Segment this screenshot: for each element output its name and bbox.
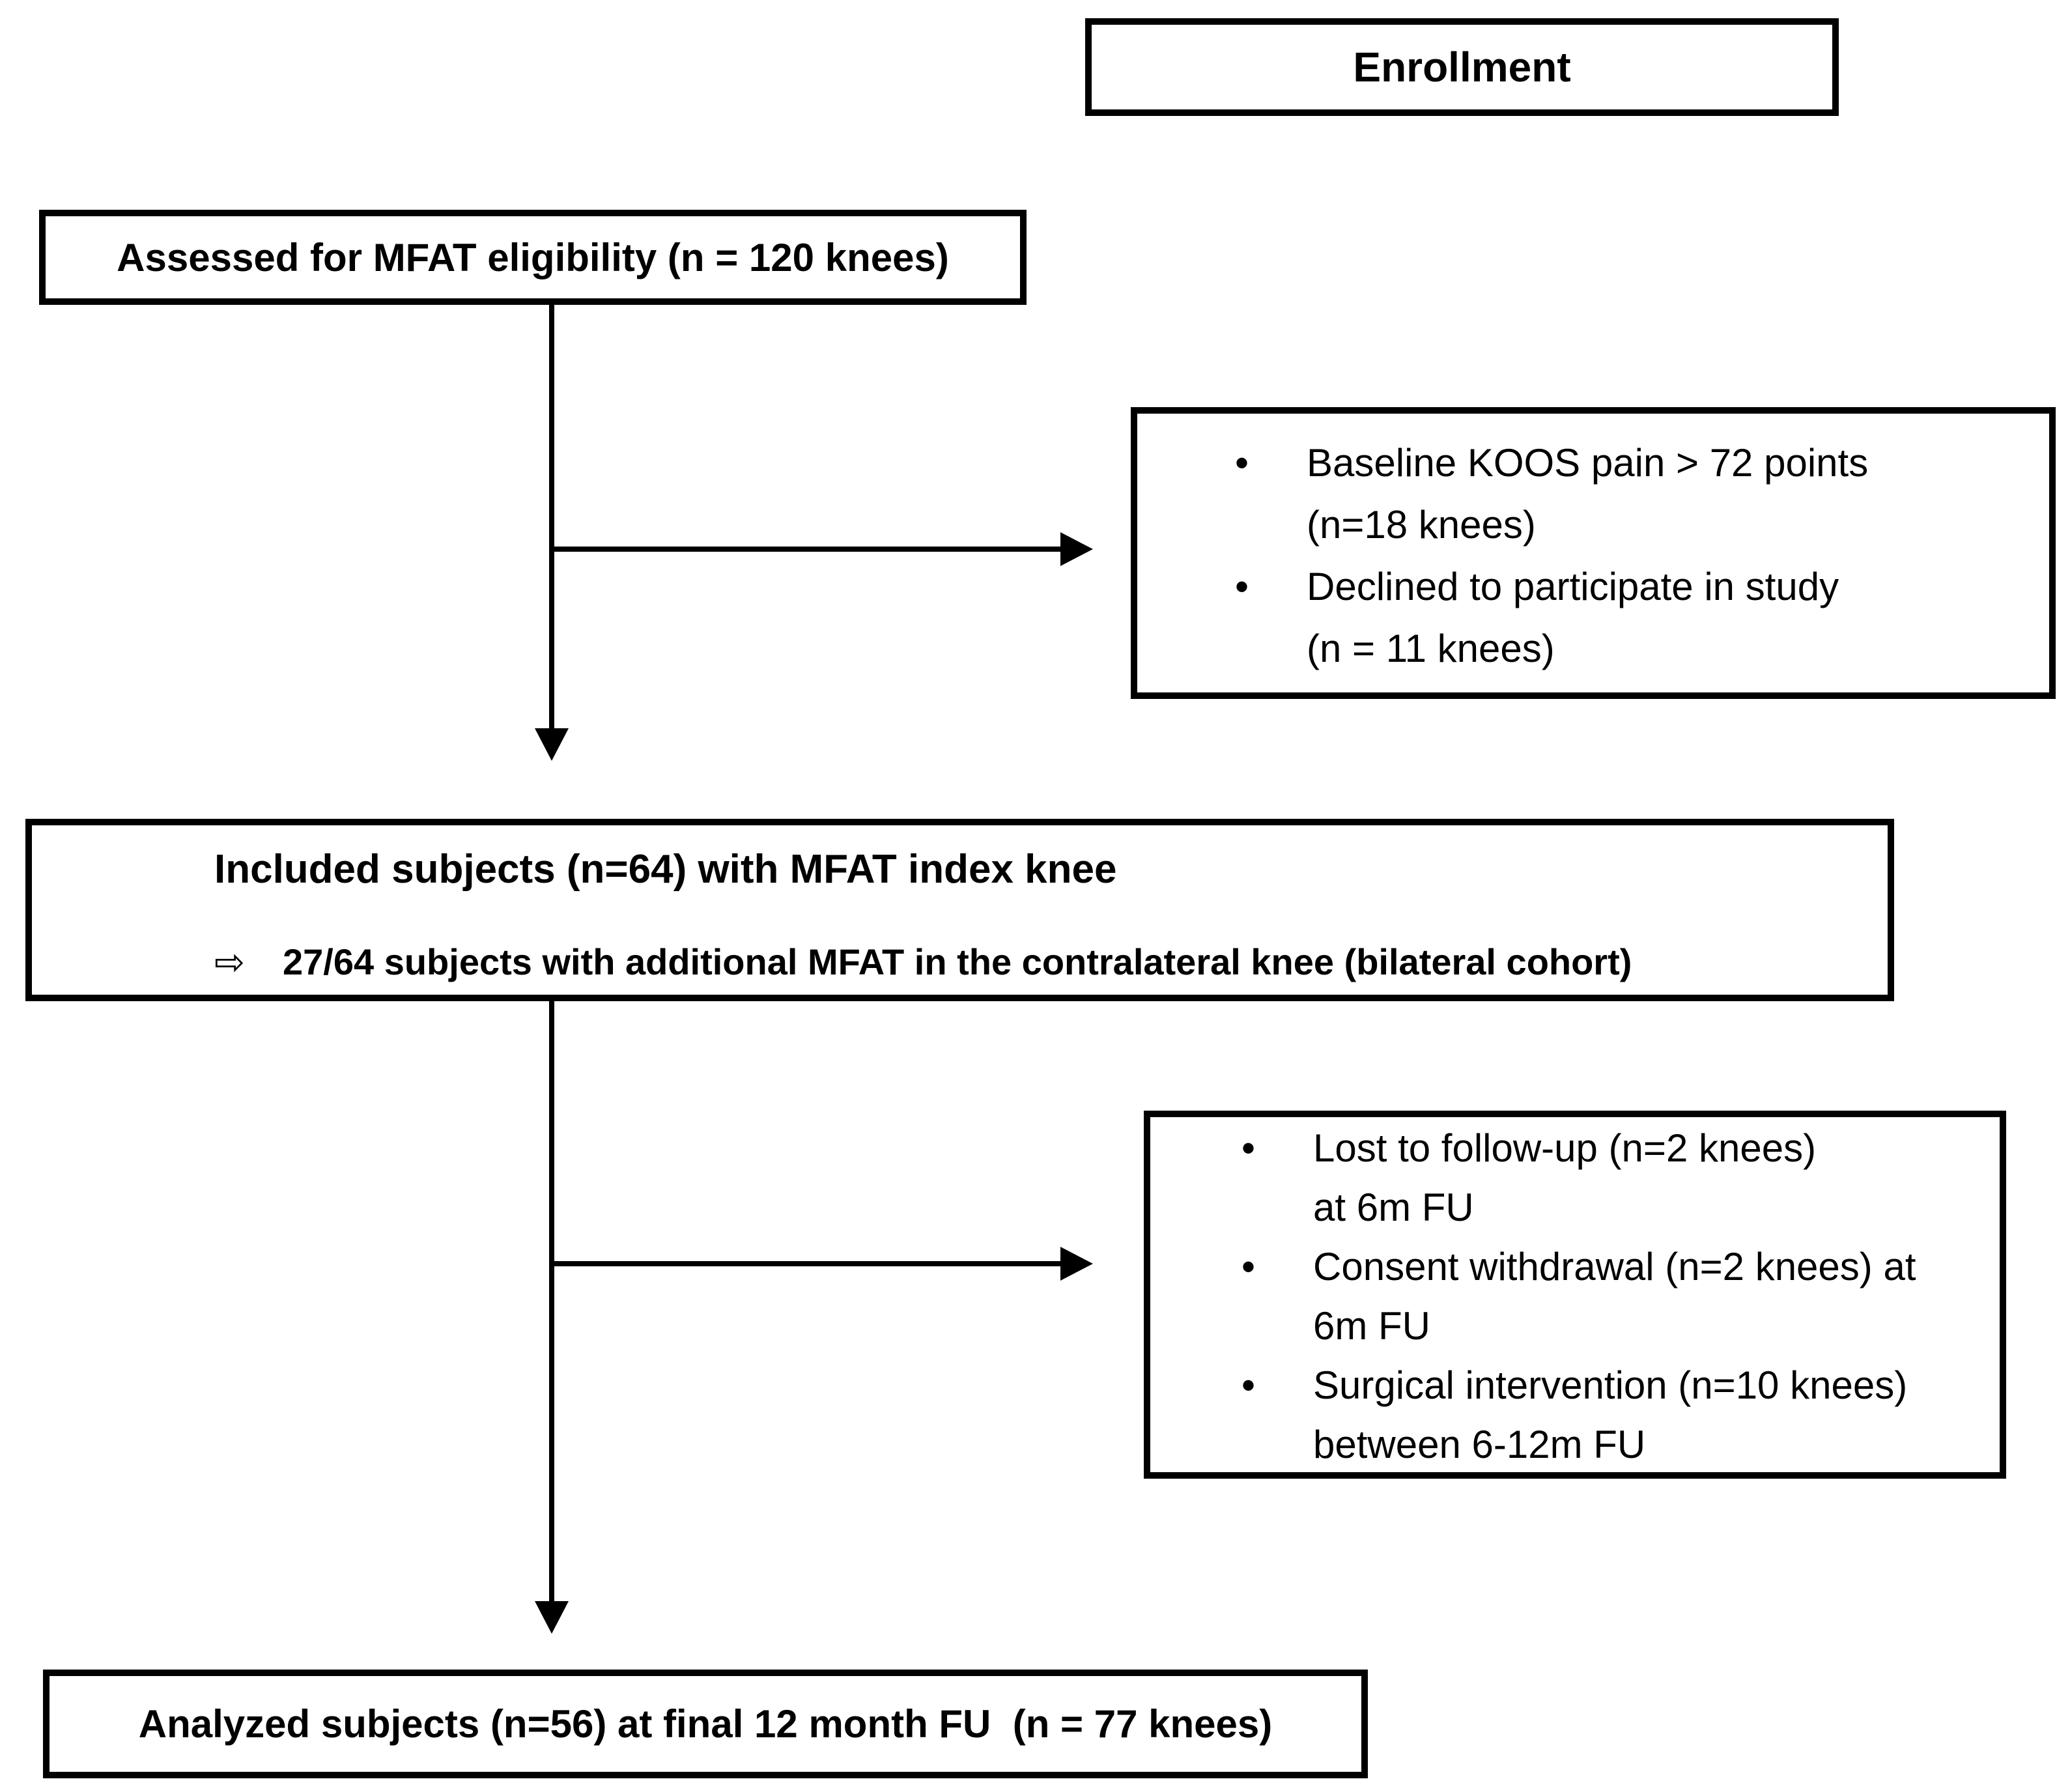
exclusion2-item-1-line-1: Lost to follow-up (n=2 knees) <box>1313 1126 1817 1170</box>
bullet-icon: • <box>1235 565 1249 608</box>
exclusion1-item-2: • Declined to participate in study (n = … <box>1235 556 2036 679</box>
connector-branch-2 <box>549 1261 1062 1266</box>
arrow-right-icon-1 <box>1060 532 1093 566</box>
arrow-right-icon-2 <box>1060 1247 1093 1281</box>
included-line-2: ⇨ 27/64 subjects with additional MFAT in… <box>214 936 1875 988</box>
included-box: Included subjects (n=64) with MFAT index… <box>25 819 1894 1001</box>
assessed-box: Assessed for MFAT eligibility (n = 120 k… <box>39 210 1027 305</box>
exclusion2-item-2: • Consent withdrawal (n=2 knees) at 6m F… <box>1241 1237 1989 1356</box>
connector-down-2 <box>549 998 554 1604</box>
analyzed-box: Analyzed subjects (n=56) at final 12 mon… <box>43 1670 1368 1778</box>
bullet-icon: • <box>1235 441 1249 485</box>
connector-branch-1 <box>549 547 1062 552</box>
exclusion2-item-3-line-1: Surgical intervention (n=10 knees) <box>1313 1363 1908 1407</box>
exclusion1-item-1: • Baseline KOOS pain > 72 points (n=18 k… <box>1235 432 2036 556</box>
included-line-1: Included subjects (n=64) with MFAT index… <box>214 847 1117 892</box>
bullet-icon: • <box>1241 1245 1256 1288</box>
rightwards-white-arrow-icon: ⇨ <box>214 941 245 982</box>
arrow-down-icon-2 <box>535 1601 569 1634</box>
enrollment-header-box: Enrollment <box>1085 18 1839 116</box>
bullet-icon: • <box>1241 1363 1256 1407</box>
exclusion1-item-1-line-1: Baseline KOOS pain > 72 points <box>1307 441 1869 485</box>
exclusion2-item-1: • Lost to follow-up (n=2 knees) at 6m FU <box>1241 1118 1989 1237</box>
exclusion2-item-3-line-2: between 6-12m FU <box>1313 1423 1646 1466</box>
exclusion1-item-2-line-2: (n = 11 knees) <box>1307 627 1555 670</box>
arrow-down-icon-1 <box>535 728 569 761</box>
analyzed-label: Analyzed subjects (n=56) at final 12 mon… <box>138 1702 1273 1746</box>
exclusion-box-2: • Lost to follow-up (n=2 knees) at 6m FU… <box>1144 1111 2006 1479</box>
connector-down-1 <box>549 301 554 731</box>
exclusion-box-1: • Baseline KOOS pain > 72 points (n=18 k… <box>1131 407 2056 699</box>
exclusion2-item-2-line-2: 6m FU <box>1313 1304 1430 1348</box>
assessed-label: Assessed for MFAT eligibility (n = 120 k… <box>117 235 949 279</box>
exclusion2-item-2-line-1: Consent withdrawal (n=2 knees) at <box>1313 1245 1916 1288</box>
bullet-icon: • <box>1241 1126 1256 1170</box>
enrollment-label: Enrollment <box>1353 44 1571 91</box>
exclusion2-item-1-line-2: at 6m FU <box>1313 1186 1474 1229</box>
exclusion2-item-3: • Surgical intervention (n=10 knees) bet… <box>1241 1356 1989 1474</box>
included-line-2-text: 27/64 subjects with additional MFAT in t… <box>283 941 1632 982</box>
exclusion1-item-1-line-2: (n=18 knees) <box>1307 503 1536 547</box>
exclusion1-item-2-line-1: Declined to participate in study <box>1307 565 1839 608</box>
